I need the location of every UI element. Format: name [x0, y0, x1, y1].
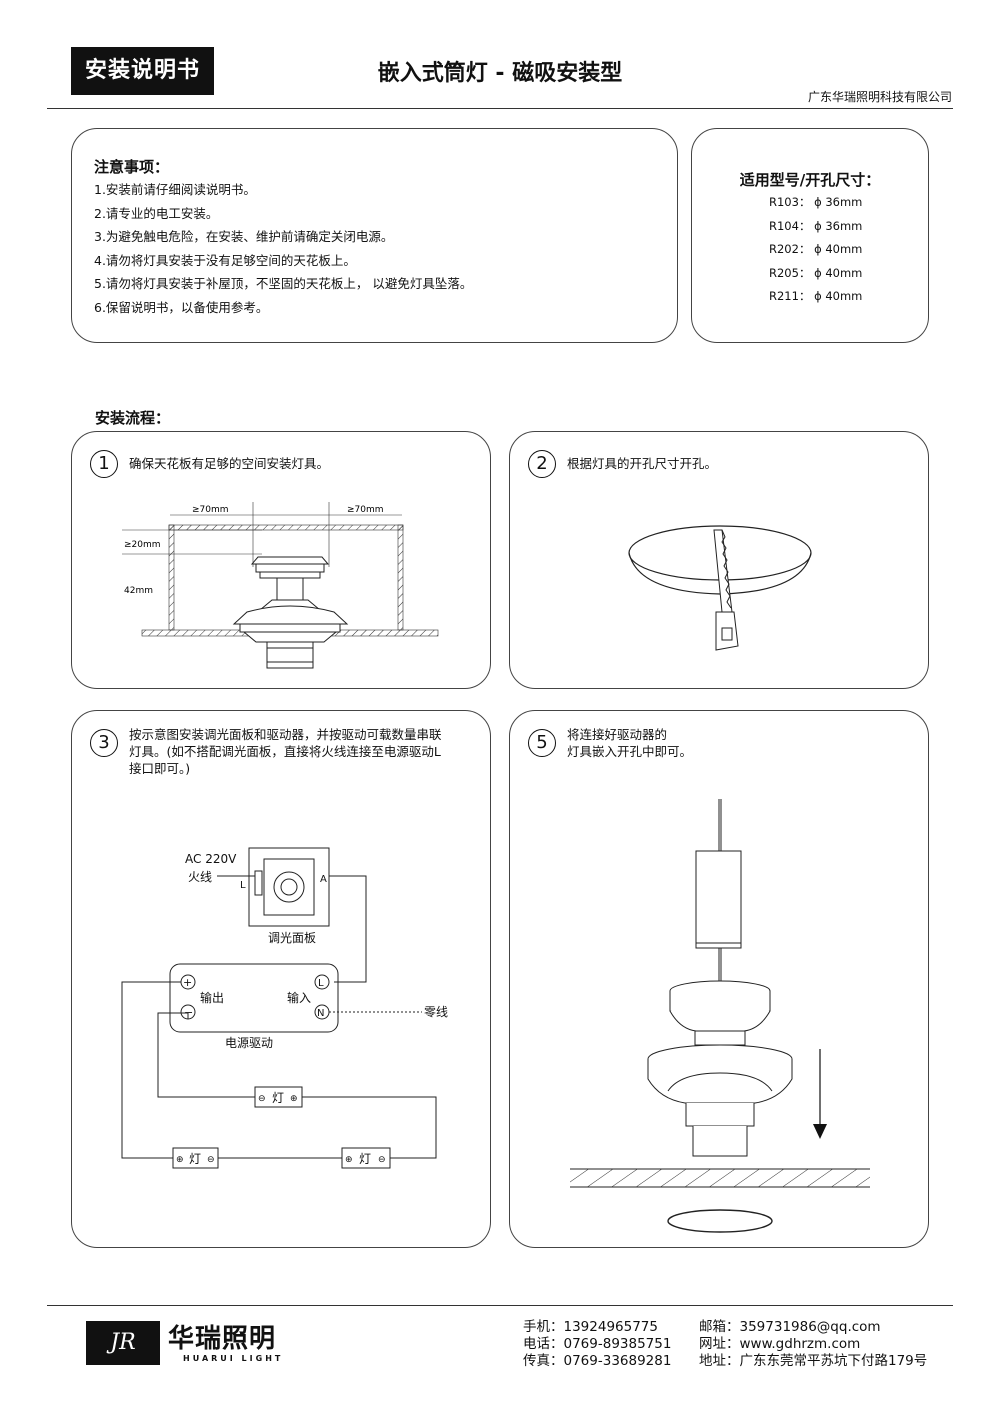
- step-text: 确保天花板有足够的空间安装灯具。: [129, 456, 330, 471]
- height-label: 42mm: [124, 586, 153, 596]
- lamp-label: 灯: [359, 1152, 371, 1166]
- note-item: 2.请专业的电工安装。: [94, 205, 219, 221]
- notes-panel: 注意事项： 1.安装前请仔细阅读说明书。 2.请专业的电工安装。 3.为避免触电…: [71, 128, 678, 343]
- step-text: 按示意图安装调光面板和驱动器，并按驱动可载数量串联 灯具。(如不搭配调光面板，直…: [129, 726, 442, 777]
- model-item: R202： ϕ 40mm: [769, 242, 863, 256]
- step-2-panel: 2 根据灯具的开孔尺寸开孔。: [509, 431, 929, 689]
- top-gap-label: ≥20mm: [124, 540, 161, 550]
- power-driver: [169, 963, 339, 1033]
- step-number: 2: [528, 450, 556, 478]
- driver-label: 电源驱动: [225, 1036, 273, 1050]
- address: 地址：广东东莞常平苏坑下付路179号: [699, 1353, 928, 1369]
- phone: 电话：0769-89385751: [523, 1336, 672, 1352]
- model-item: R205： ϕ 40mm: [769, 265, 863, 280]
- notes-title: 注意事项：: [94, 158, 170, 176]
- page-title: 嵌入式筒灯 - 磁吸安装型: [377, 61, 623, 86]
- lamp-label: 灯: [272, 1091, 284, 1105]
- step-number: 3: [90, 729, 118, 757]
- fax: 传真：0769-33689281: [523, 1353, 672, 1369]
- footer-divider: [47, 1305, 953, 1306]
- step-number: 1: [90, 450, 118, 478]
- svg-text:⊖: ⊖: [258, 1094, 266, 1104]
- n-terminal: N: [317, 1008, 324, 1019]
- logo-letters: JR: [110, 1330, 136, 1355]
- cutting-hole-diagram: [628, 525, 812, 651]
- model-item: R211： ϕ 40mm: [769, 289, 863, 303]
- step-text-line: 将连接好驱动器的: [567, 727, 668, 742]
- company-name: 广东华瑞照明科技有限公司: [807, 90, 952, 104]
- contact-phones: 手机：13924965775 电话：0769-89385751 传真：0769-…: [523, 1319, 671, 1370]
- step-3-panel: 3 按示意图安装调光面板和驱动器，并按驱动可载数量串联 灯具。(如不搭配调光面板…: [71, 710, 491, 1248]
- step-text: 根据灯具的开孔尺寸开孔。: [567, 456, 718, 471]
- note-item: 4.请勿将灯具安装于没有足够空间的天花板上。: [94, 252, 356, 268]
- step-5-panel: 5 将连接好驱动器的 灯具嵌入开孔中即可。: [509, 710, 929, 1248]
- saw-icon: [713, 529, 739, 651]
- email: 邮箱：359731986@qq.com: [699, 1319, 881, 1335]
- svg-text:⊕: ⊕: [290, 1094, 298, 1104]
- model-item: R104： ϕ 36mm: [769, 218, 863, 233]
- models-list: R103： ϕ 36mm R104： ϕ 36mm R202： ϕ 40mm R…: [769, 191, 862, 309]
- gap-right-label: ≥70mm: [347, 505, 384, 515]
- step-text-line: 灯具。(如不搭配调光面板，直接将火线连接至电源驱动L: [129, 744, 441, 759]
- step-text-line: 接口即可。): [129, 761, 191, 776]
- insert-lamp-diagram: [570, 799, 870, 1233]
- driver-box: [695, 850, 742, 949]
- l-terminal: L: [318, 978, 324, 989]
- ac-label: AC 220V: [185, 852, 237, 866]
- step-text-line: 灯具嵌入开孔中即可。: [567, 744, 693, 759]
- neutral-label: 零线: [424, 1005, 448, 1019]
- brand-logo: JR: [86, 1321, 160, 1365]
- plus-terminal: +: [183, 976, 192, 989]
- step-1-panel: 1 确保天花板有足够的空间安装灯具。 ≥70mm ≥70mm ≥20mm 42m…: [71, 431, 491, 689]
- ceiling-space-diagram: ≥70mm ≥70mm ≥20mm 42mm: [122, 502, 439, 669]
- notes-list: 1.安装前请仔细阅读说明书。 2.请专业的电工安装。 3.为避免触电危险，在安装…: [94, 178, 664, 319]
- note-item: 6.保留说明书，以备使用参考。: [94, 299, 269, 315]
- panel-l-letter: L: [240, 880, 246, 891]
- minus-terminal: −: [184, 1006, 193, 1019]
- input-label: 输入: [287, 990, 311, 1005]
- process-title: 安装流程：: [95, 409, 171, 427]
- note-item: 5.请勿将灯具安装于补屋顶，不坚固的天花板上， 以避免灯具坠落。: [94, 276, 473, 291]
- models-panel: 适用型号/开孔尺寸： R103： ϕ 36mm R104： ϕ 36mm R20…: [691, 128, 929, 343]
- svg-text:⊖: ⊖: [378, 1155, 386, 1165]
- model-item: R103： ϕ 36mm: [769, 195, 863, 209]
- downlight-illustration: [232, 556, 349, 669]
- arrow-down-icon: [813, 1049, 827, 1139]
- contact-details: 邮箱：359731986@qq.com 网址：www.gdhrzm.com 地址…: [699, 1319, 927, 1370]
- step-text-line: 按示意图安装调光面板和驱动器，并按驱动可载数量串联: [129, 727, 442, 742]
- note-item: 3.为避免触电危险，在安装、维护前请确定关闭电源。: [94, 229, 394, 244]
- models-title: 适用型号/开孔尺寸：: [739, 171, 881, 189]
- live-wire-label: 火线: [188, 870, 212, 884]
- lamp-label: 灯: [189, 1152, 201, 1166]
- brand-name-en: HUARUI LIGHT: [183, 1354, 284, 1363]
- svg-text:⊖: ⊖: [207, 1155, 215, 1165]
- panel-a-letter: A: [320, 874, 327, 885]
- dimmer-panel: [248, 847, 330, 927]
- note-item: 1.安装前请仔细阅读说明书。: [94, 182, 256, 197]
- doc-type-badge: 安装说明书: [71, 47, 214, 95]
- gap-left-label: ≥70mm: [192, 505, 229, 515]
- dimmer-panel-label: 调光面板: [268, 931, 316, 945]
- website: 网址：www.gdhrzm.com: [699, 1336, 861, 1352]
- step-number: 5: [528, 729, 556, 757]
- header-divider: [47, 108, 953, 109]
- svg-text:⊕: ⊕: [345, 1155, 353, 1165]
- mobile: 手机：13924965775: [523, 1319, 658, 1335]
- step-text: 将连接好驱动器的 灯具嵌入开孔中即可。: [567, 726, 692, 760]
- brand-name: 华瑞照明: [168, 1324, 277, 1354]
- wiring-diagram: AC 220V 火线 L A 调光面板 输出 输入 零线 电源驱动 + − L …: [121, 847, 448, 1169]
- output-label: 输出: [200, 990, 224, 1005]
- svg-text:⊕: ⊕: [176, 1155, 184, 1165]
